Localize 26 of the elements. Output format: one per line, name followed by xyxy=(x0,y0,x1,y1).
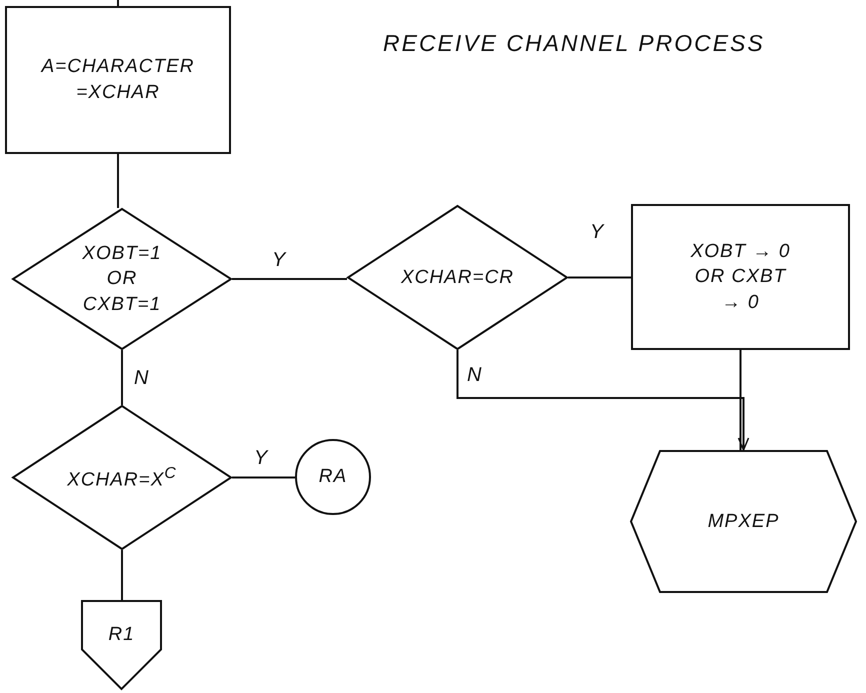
process-box xyxy=(5,6,231,154)
flow-line xyxy=(117,154,119,208)
flow-line xyxy=(117,0,119,6)
flow-line xyxy=(232,278,347,280)
decision-diamond xyxy=(12,405,232,550)
preparation-hexagon xyxy=(630,450,857,593)
diagram-title: RECEIVE CHANNEL PROCESS xyxy=(383,30,765,57)
node-text: XCHAR=X$^{C}$ xyxy=(67,464,177,492)
connector-circle xyxy=(295,439,371,515)
flow-line xyxy=(121,350,123,405)
node-text: XCHAR=CR xyxy=(400,266,514,290)
node-text: XOBT → 0 OR CXBT → 0 xyxy=(690,240,792,315)
node-text: A=CHARACTER =XCHAR xyxy=(40,55,196,105)
process-box xyxy=(631,204,850,350)
decision-diamond xyxy=(347,205,568,350)
flow-line xyxy=(568,276,631,278)
decision-diamond xyxy=(12,208,232,350)
flow-line xyxy=(740,350,742,450)
flow-arrow xyxy=(456,350,750,451)
flow-line xyxy=(121,550,123,600)
flow-line xyxy=(232,476,295,478)
node-text: MPXEP xyxy=(708,510,780,534)
node-text: XOBT=1 OR CXBT=1 xyxy=(81,242,163,317)
offpage-connector xyxy=(81,600,162,690)
node-text: R1 xyxy=(108,623,135,648)
node-text: RA xyxy=(318,465,348,490)
